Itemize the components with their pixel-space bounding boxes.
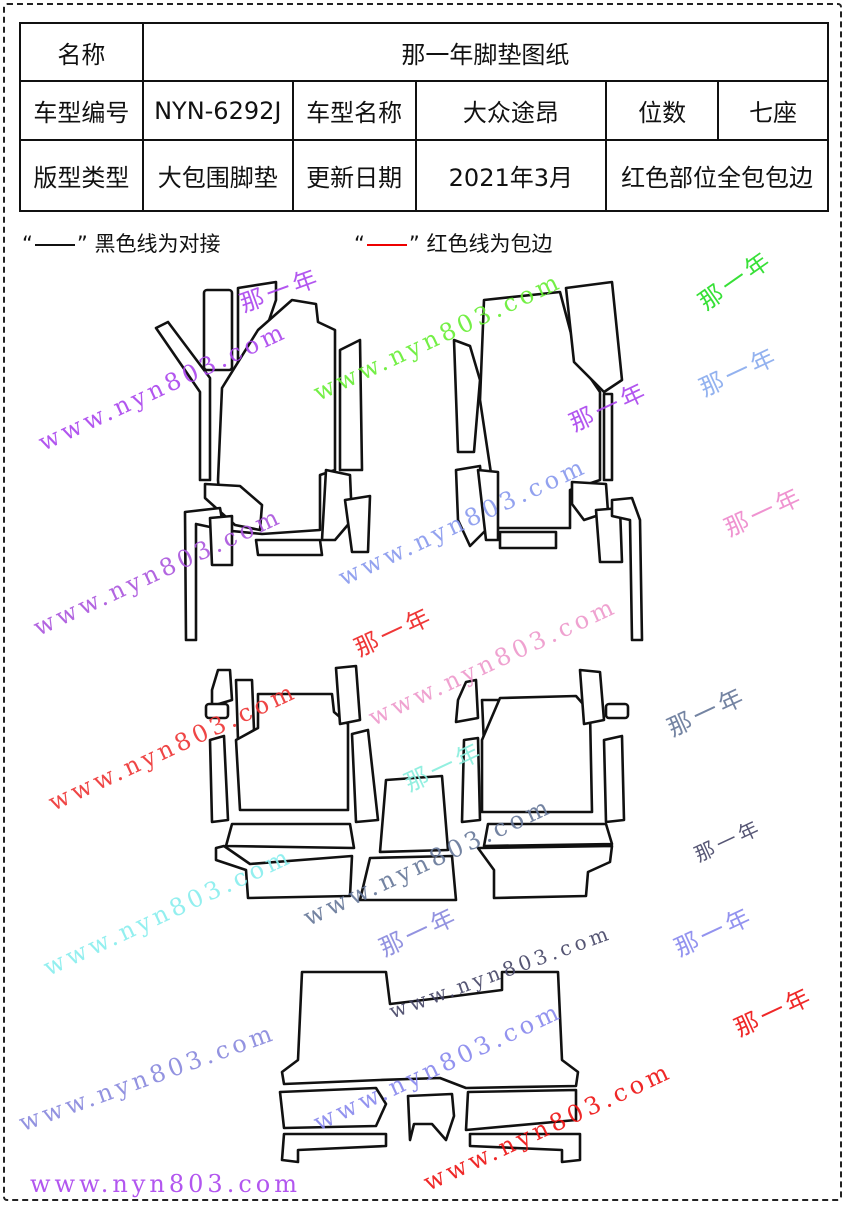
spec-table: 名称 那一年脚垫图纸 车型编号 NYN-6292J 车型名称 大众途昂 位数 七…	[19, 22, 830, 212]
name-label: 名称	[19, 22, 144, 82]
seats-label: 位数	[605, 80, 720, 141]
second-row-right-mats	[454, 668, 630, 900]
name-value: 那一年脚垫图纸	[141, 22, 830, 82]
second-row-center-mats	[358, 774, 458, 902]
legend-red-text: 红色线为包边	[426, 232, 553, 256]
model-name-value: 大众途昂	[414, 80, 608, 141]
quote: ”	[408, 232, 420, 256]
legend-black-text: 黑色线为对接	[94, 232, 221, 256]
third-row-mats	[278, 970, 582, 1164]
page-border	[3, 3, 842, 1201]
model-no-label: 车型编号	[19, 80, 144, 141]
watermark: www.nyn803.com	[30, 1170, 301, 1198]
quote: “	[22, 232, 33, 256]
front-right-mats	[452, 280, 644, 642]
type-label: 版型类型	[19, 139, 144, 212]
edge-note: 红色部位全包包边	[605, 139, 829, 212]
black-line-sample	[34, 244, 75, 246]
update-value: 2021年3月	[414, 139, 608, 212]
legend-black: “ ” 黑色线为对接	[22, 228, 220, 258]
type-value: 大包围脚垫	[141, 139, 294, 212]
seats-value: 七座	[717, 80, 829, 141]
update-label: 更新日期	[291, 139, 417, 212]
second-row-left-mats	[204, 664, 380, 900]
quote: “	[354, 232, 365, 256]
legend-red: “ ” 红色线为包边	[354, 228, 552, 258]
model-name-label: 车型名称	[291, 80, 417, 141]
quote: ”	[76, 232, 88, 256]
front-left-mats	[154, 280, 372, 642]
model-no-value: NYN-6292J	[141, 80, 294, 141]
red-line-sample	[366, 244, 407, 246]
